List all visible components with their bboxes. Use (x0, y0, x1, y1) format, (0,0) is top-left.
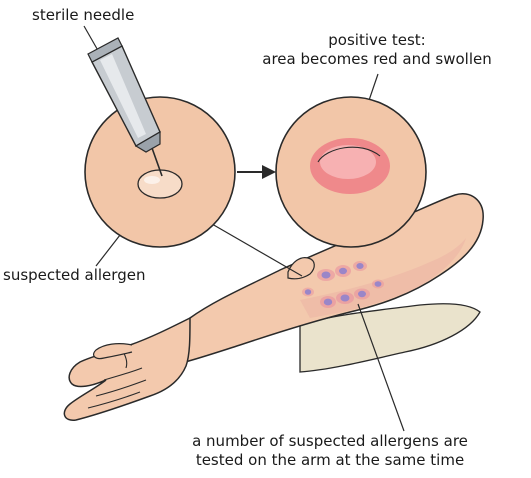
caption-label: a number of suspected allergens are test… (130, 432, 530, 470)
suspected-allergen-label: suspected allergen (3, 266, 145, 285)
positive-test-circle (276, 97, 426, 247)
positive-test-description: area becomes red and swollen (229, 50, 525, 69)
caption-line-1: a number of suspected allergens are (130, 432, 530, 451)
caption-line-2: tested on the arm at the same time (130, 451, 530, 470)
positive-test-label: positive test: area becomes red and swol… (229, 31, 525, 69)
leader-circle-to-arm (212, 224, 302, 276)
hand (64, 318, 190, 420)
positive-test-title: positive test: (229, 31, 525, 50)
sterile-needle-label: sterile needle (32, 6, 134, 25)
arrow-right-icon (237, 165, 276, 179)
allergen-drop (138, 170, 182, 198)
